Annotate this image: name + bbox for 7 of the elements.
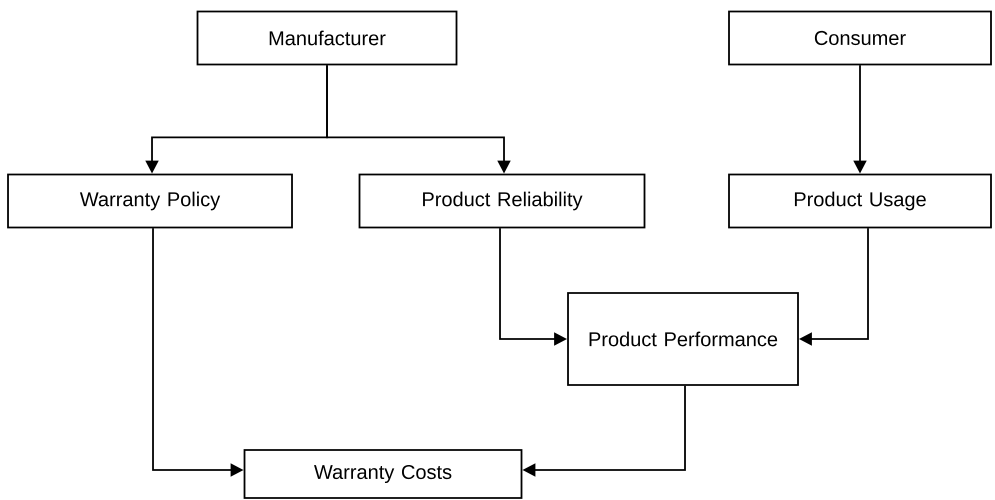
process-box: Consumer: [728, 10, 992, 66]
process-box: Product Reliability: [358, 174, 646, 228]
process-box: Product Usage: [728, 174, 992, 228]
process-box: Product Performance: [567, 292, 799, 386]
process-box: Manufacturer: [196, 10, 458, 66]
process-box: Warranty Policy: [7, 174, 293, 228]
process-box: Warranty Costs: [244, 449, 522, 499]
